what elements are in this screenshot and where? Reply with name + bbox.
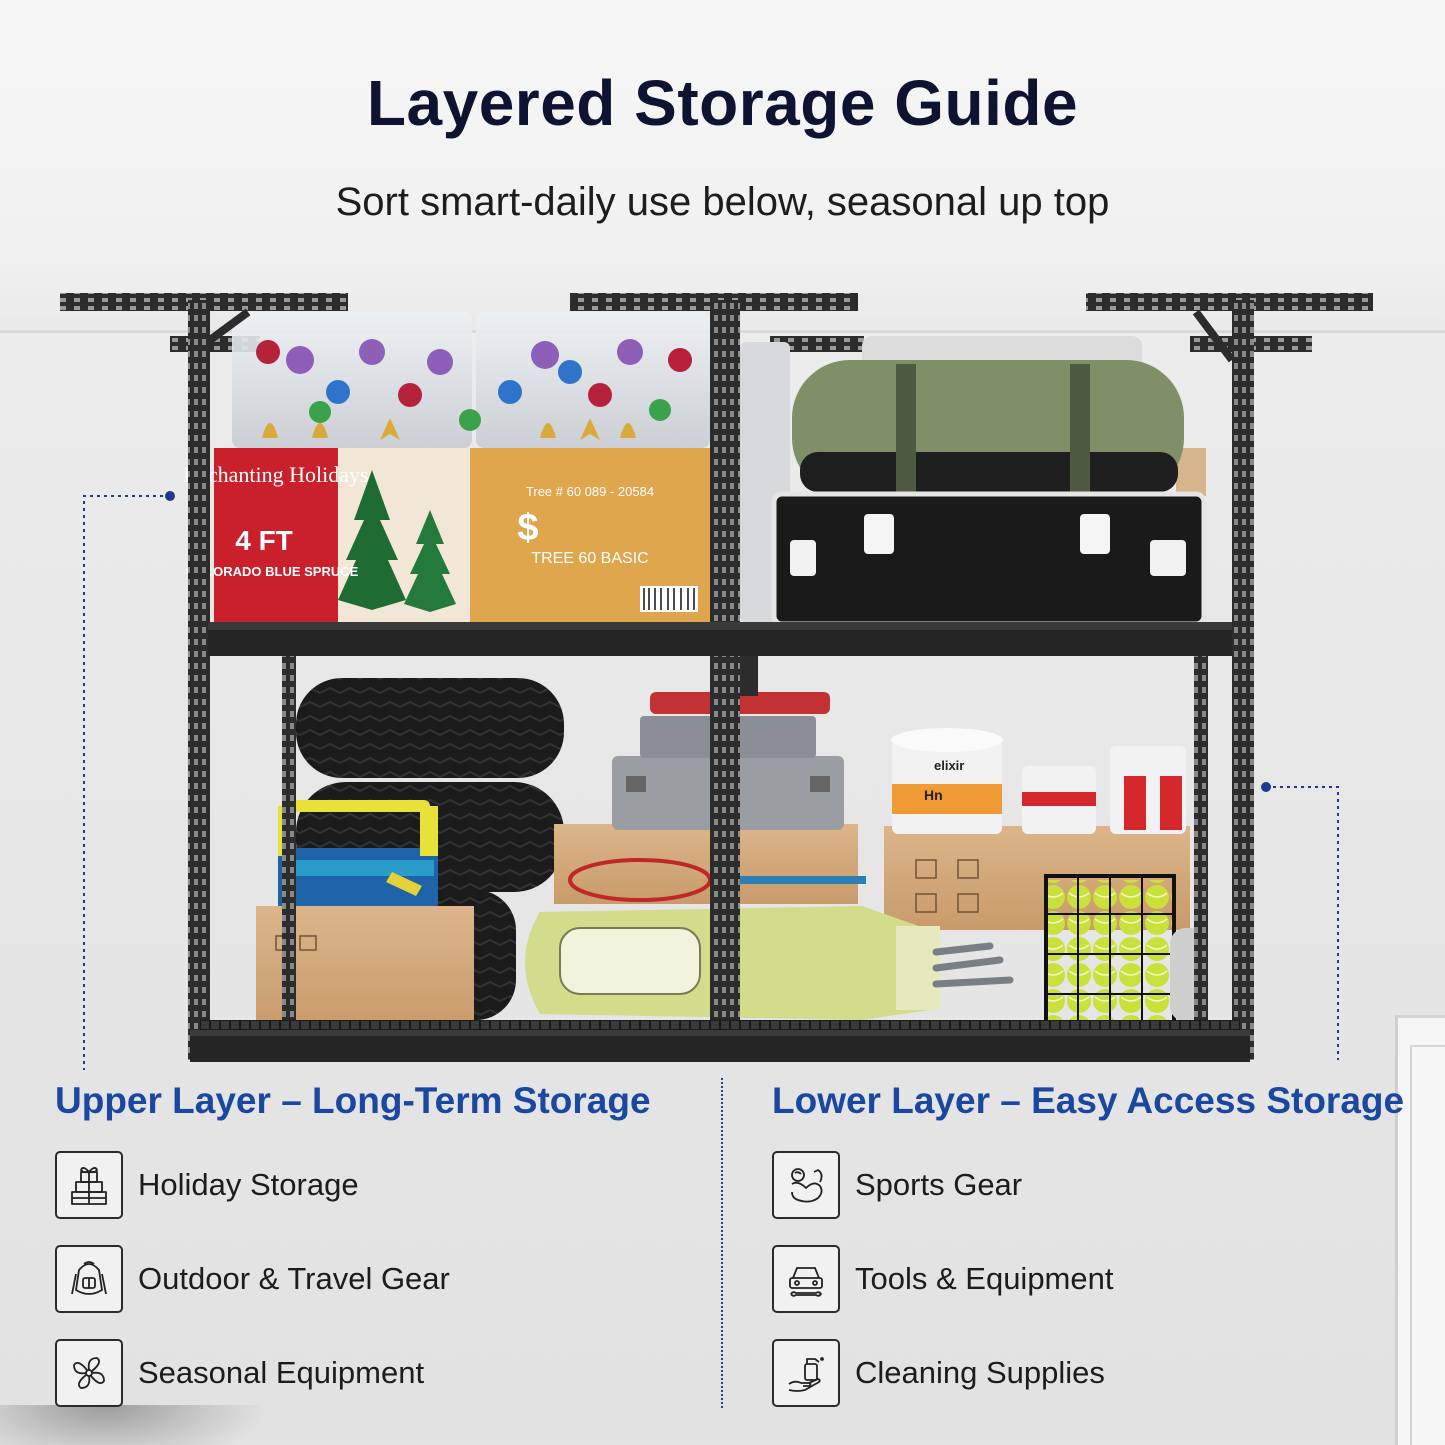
item-label: Cleaning Supplies <box>855 1355 1105 1390</box>
item-seasonal-equipment: Seasonal Equipment <box>55 1339 424 1407</box>
ornament-bins <box>232 312 710 448</box>
tree-box-dollar: $ <box>517 507 538 549</box>
item-label: Holiday Storage <box>138 1167 359 1202</box>
upper-layer-heading: Upper Layer – Long-Term Storage <box>55 1080 651 1121</box>
tree-box-brand: Enchanting Holidays <box>183 462 368 487</box>
item-tools-equipment: Tools & Equipment <box>772 1245 1113 1313</box>
item-holiday-storage: Holiday Storage <box>55 1151 359 1219</box>
bucket-brand: elixir <box>934 758 964 773</box>
door-frame <box>1395 1015 1445 1445</box>
spray-hand-icon <box>772 1339 840 1407</box>
tree-box-model: TREE 60 BASIC <box>531 550 648 567</box>
gift-icon <box>55 1151 123 1219</box>
item-label: Tools & Equipment <box>855 1261 1114 1296</box>
item-cleaning-supplies: Cleaning Supplies <box>772 1339 1105 1407</box>
ceiling <box>0 0 1445 332</box>
item-label: Sports Gear <box>855 1167 1023 1202</box>
christmas-tree-box: Enchanting Holidays 4 FT COLORADO BLUE S… <box>183 448 710 624</box>
car-roof-shadow <box>0 1405 260 1445</box>
muscle-icon <box>772 1151 840 1219</box>
item-label: Seasonal Equipment <box>138 1355 425 1390</box>
lower-layer-heading: Lower Layer – Easy Access Storage <box>772 1080 1405 1121</box>
backpack-icon <box>55 1245 123 1313</box>
fan-icon <box>55 1339 123 1407</box>
paint-buckets: elixir Hn <box>891 728 1186 834</box>
tennis-ball-basket <box>1044 874 1206 1026</box>
bucket-code: Hn <box>924 787 943 803</box>
leader-lines <box>83 495 1339 1070</box>
page-subtitle: Sort smart-daily use below, seasonal up … <box>335 180 1110 224</box>
item-label: Outdoor & Travel Gear <box>138 1261 450 1296</box>
cardboard-boxes <box>256 824 1190 1030</box>
tree-box-type: COLORADO BLUE SPRUCE <box>186 564 359 579</box>
duffel-and-case <box>740 336 1207 627</box>
door-panel <box>1410 1045 1445 1445</box>
item-outdoor-travel-gear: Outdoor & Travel Gear <box>55 1245 450 1313</box>
page-title: Layered Storage Guide <box>366 67 1079 139</box>
car-wrench-icon <box>772 1245 840 1313</box>
column-divider <box>721 1078 723 1408</box>
tree-box-size: 4 FT <box>235 525 293 556</box>
tree-box-number: Tree # 60 089 - 20584 <box>526 484 654 499</box>
rack-frame <box>188 300 1254 1062</box>
item-sports-gear: Sports Gear <box>772 1151 1022 1219</box>
